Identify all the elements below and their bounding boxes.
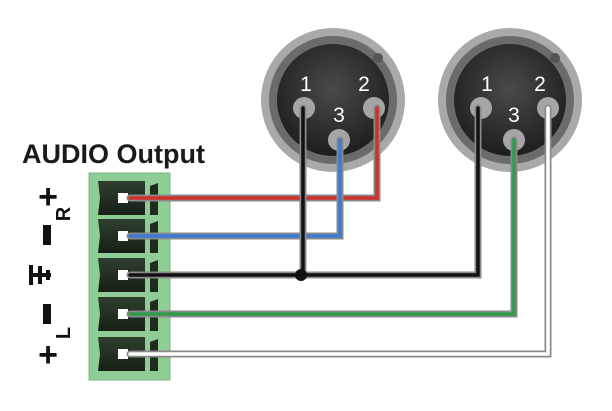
plus-l-label: + (38, 336, 58, 374)
pin-2-label: 2 (534, 73, 546, 96)
minus-l-label (43, 304, 51, 324)
diagram-title: AUDIO Output (22, 139, 205, 169)
pin-2-label: 2 (358, 73, 370, 96)
xlr-connector-2: 1 2 3 (438, 28, 582, 172)
junction-dot (295, 269, 307, 281)
black-wire (126, 104, 482, 279)
minus-r-label (43, 225, 51, 245)
terminal-labels: + R L + (29, 178, 75, 374)
green-wire (126, 136, 518, 318)
blue-wire (126, 136, 344, 240)
pin-3-label: 3 (508, 104, 520, 127)
pin-3-label: 3 (333, 104, 345, 127)
pin-1-label: 1 (300, 73, 312, 96)
plus-r-label: + (38, 178, 58, 216)
white-wire (126, 104, 552, 358)
ground-icon (29, 265, 51, 285)
l-channel-label: L (53, 327, 75, 339)
red-wire (126, 104, 381, 202)
pin-1-label: 1 (481, 73, 493, 96)
terminal-slot (98, 219, 158, 253)
r-channel-label: R (53, 206, 75, 221)
xlr-connector-1: 1 2 3 (261, 28, 405, 172)
